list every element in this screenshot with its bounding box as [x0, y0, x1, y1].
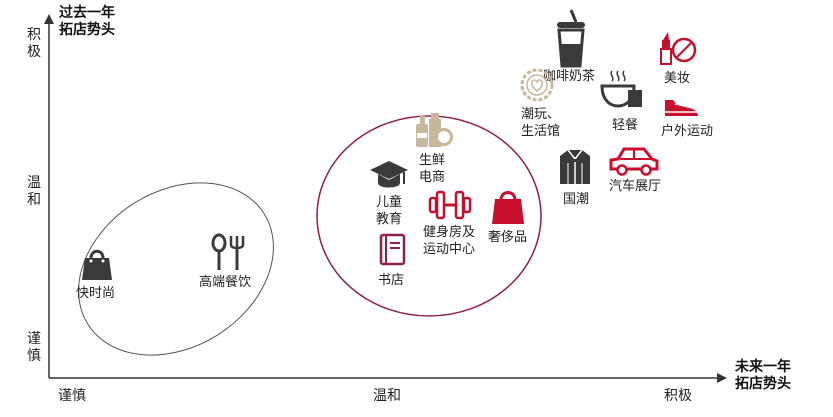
- dumbbell-icon: [428, 190, 472, 220]
- label-fine-dining: 高端餐饮: [199, 275, 252, 290]
- label-bookstore: 书店: [378, 273, 405, 288]
- noodle-bowl-icon: [600, 70, 642, 108]
- y-level-cautious-text: 谨慎: [27, 331, 41, 364]
- bubble-tea-cup-icon: [557, 9, 585, 68]
- x-level-moderate: 温和: [373, 388, 401, 404]
- label-child-education-line1: 儿童: [376, 195, 403, 210]
- x-level-positive: 积极: [664, 388, 692, 404]
- jacket-icon: [560, 149, 590, 184]
- label-trendy-toys-line2: 生活馆: [521, 124, 561, 139]
- y-level-moderate-text: 温和: [27, 175, 41, 208]
- x-axis-title-line1: 未来一年: [735, 359, 791, 375]
- label-gym: 健身房及 运动中心: [423, 224, 475, 258]
- label-fast-fashion: 快时尚: [76, 286, 116, 301]
- y-axis-arrow: [44, 14, 54, 24]
- x-axis-arrow: [717, 373, 727, 383]
- y-level-positive: 积极: [26, 27, 44, 61]
- heart-badge-icon: [520, 68, 554, 102]
- x-level-cautious: 谨慎: [58, 388, 86, 404]
- lipstick-icon: [660, 32, 697, 65]
- label-gym-line2: 运动中心: [423, 242, 476, 257]
- sneaker-icon: [665, 100, 698, 116]
- handbag-icon: [82, 249, 112, 280]
- label-gym-line1: 健身房及: [423, 225, 476, 240]
- label-trendy-toys-line1: 潮玩、: [521, 107, 561, 122]
- y-axis-title: 过去一年 拓店势头: [59, 5, 115, 39]
- x-axis-title-line2: 拓店势头: [735, 376, 791, 392]
- car-icon: [609, 147, 659, 176]
- label-guochao: 国潮: [563, 192, 590, 207]
- graduation-cap-icon: [370, 161, 408, 188]
- spoon-fork-icon: [211, 233, 245, 270]
- label-fresh-ecommerce-line1: 生鲜: [419, 153, 446, 168]
- x-axis-title: 未来一年 拓店势头: [735, 359, 791, 393]
- label-child-education: 儿童 教育: [376, 194, 402, 228]
- y-level-moderate: 温和: [26, 175, 44, 209]
- label-light-meal: 轻餐: [612, 118, 639, 133]
- grocery-icon: [416, 113, 453, 147]
- shopping-bag-icon: [492, 191, 524, 224]
- label-outdoor-sports: 户外运动: [661, 124, 714, 139]
- cautious-cluster-ellipse: [78, 182, 274, 356]
- label-fresh-ecommerce: 生鲜 电商: [419, 152, 445, 186]
- book-icon: [379, 233, 406, 266]
- label-child-education-line2: 教育: [376, 212, 403, 227]
- label-trendy-toys: 潮玩、 生活馆: [521, 106, 560, 140]
- label-beauty: 美妆: [664, 71, 691, 86]
- y-level-cautious: 谨慎: [26, 331, 44, 365]
- y-level-positive-text: 积极: [27, 27, 41, 60]
- y-axis-title-line1: 过去一年: [59, 5, 115, 21]
- label-car-showroom: 汽车展厅: [609, 179, 662, 194]
- label-luxury: 奢侈品: [488, 230, 528, 245]
- moderate-cluster-ellipse: [316, 115, 542, 317]
- label-coffee-tea: 咖啡奶茶: [543, 69, 596, 84]
- label-fresh-ecommerce-line2: 电商: [419, 170, 446, 185]
- y-axis-title-line2: 拓店势头: [59, 22, 115, 38]
